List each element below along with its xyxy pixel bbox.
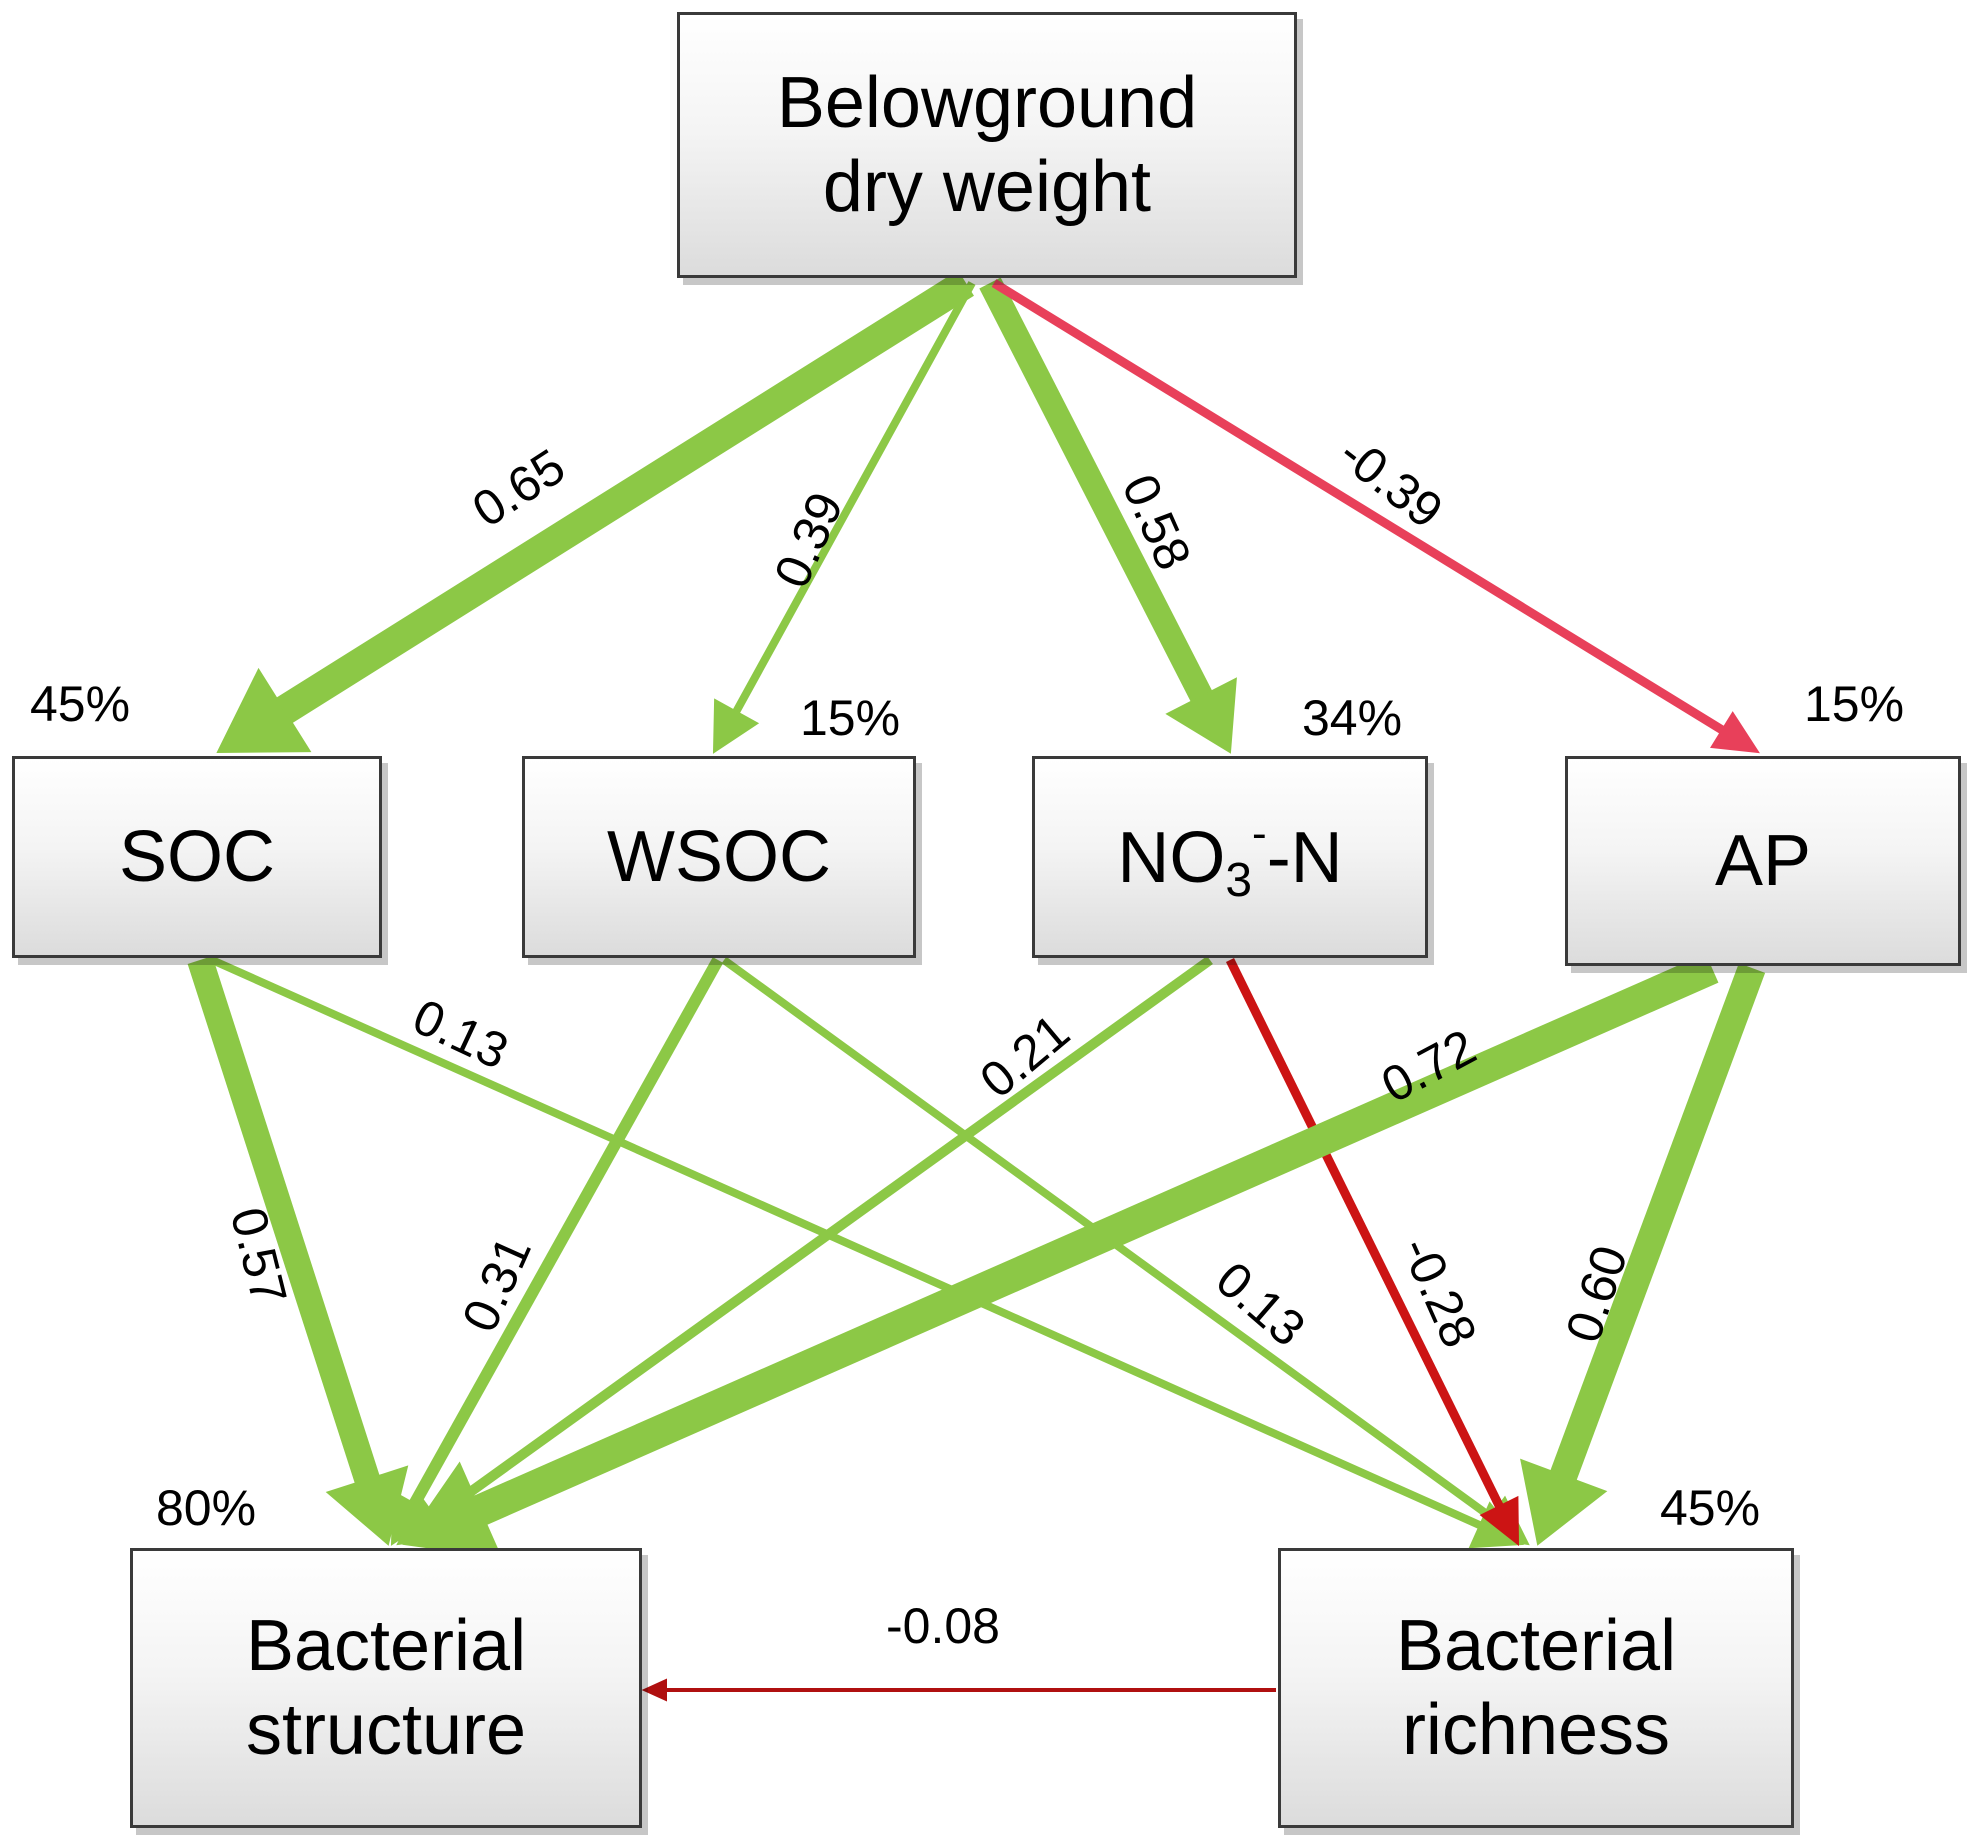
arrow-shaft-wsoc-bs: [408, 957, 724, 1509]
node-no3-sub: 3: [1225, 853, 1253, 907]
arrow-bdw-no3: [979, 277, 1237, 754]
variance-bacterial-richness: 45%: [1660, 1480, 1761, 1536]
node-bacterial-structure: Bacterial structure: [130, 1548, 642, 1828]
arrow-shaft-no3-br: [1225, 958, 1505, 1511]
arrow-no3-br: [1225, 958, 1520, 1547]
node-no3-suffix: -N: [1266, 817, 1343, 898]
arrowhead-bdw-soc: [216, 667, 312, 754]
variance-wsoc: 15%: [800, 690, 901, 746]
arrow-shaft-bdw-soc: [274, 270, 974, 725]
node-ap: AP: [1565, 756, 1961, 966]
arrow-shaft-bdw-ap: [991, 279, 1727, 735]
arrow-bdw-wsoc: [712, 281, 976, 754]
node-belowground-dry-weight: Belowground dry weight: [677, 12, 1297, 278]
coef-br-bs: -0.08: [886, 1598, 1000, 1654]
node-bs-line2: structure: [245, 1690, 527, 1770]
variance-soc: 45%: [30, 676, 131, 732]
node-no3-n: NO3--N: [1032, 756, 1428, 958]
arrowhead-bdw-wsoc: [712, 698, 760, 754]
node-ap-label: AP: [1714, 821, 1812, 901]
arrowhead-no3-br: [1479, 1495, 1520, 1547]
arrowhead-bdw-ap: [1710, 711, 1760, 754]
node-br-line1: Bacterial: [1395, 1606, 1677, 1686]
arrowhead-bdw-no3: [1165, 677, 1237, 754]
node-bacterial-richness: Bacterial richness: [1278, 1548, 1794, 1828]
variance-ap: 15%: [1804, 676, 1905, 732]
arrow-ap-br: [1520, 963, 1766, 1546]
node-no3-label: NO3--N: [1117, 792, 1342, 923]
arrow-shaft-bdw-no3: [979, 277, 1214, 704]
node-soc: SOC: [12, 756, 382, 958]
node-no3-base: NO: [1117, 817, 1226, 898]
arrow-shaft-soc-br: [210, 956, 1484, 1530]
arrow-shaft-ap-bs: [471, 953, 1719, 1526]
arrow-br-bs: [641, 1678, 1276, 1702]
arrowhead-ap-br: [1520, 1458, 1608, 1546]
arrow-shaft-soc-bs: [187, 956, 381, 1486]
node-bdw-line1: Belowground: [776, 63, 1198, 143]
arrowhead-br-bs: [641, 1678, 667, 1702]
arrow-soc-bs: [187, 956, 409, 1546]
arrow-shaft-bdw-wsoc: [731, 281, 976, 716]
variance-no3: 34%: [1302, 690, 1403, 746]
node-bs-line1: Bacterial: [245, 1606, 527, 1686]
node-br-line2: richness: [1401, 1690, 1671, 1770]
node-bdw-line2: dry weight: [822, 147, 1152, 227]
node-no3-sup: -: [1252, 808, 1267, 858]
arrow-shaft-ap-br: [1549, 963, 1766, 1483]
node-wsoc: WSOC: [522, 756, 916, 958]
arrow-shaft-no3-bs: [430, 955, 1213, 1523]
node-wsoc-label: WSOC: [607, 817, 831, 897]
arrow-bdw-ap: [991, 279, 1760, 754]
arrow-bdw-soc: [216, 270, 974, 754]
arrow-soc-br: [210, 956, 1524, 1549]
variance-bacterial-structure: 80%: [156, 1480, 257, 1536]
node-soc-label: SOC: [118, 817, 276, 897]
